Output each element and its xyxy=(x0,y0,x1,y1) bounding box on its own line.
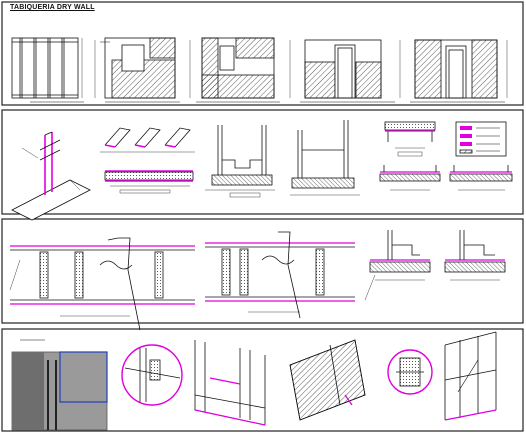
frame-isometric-right xyxy=(444,331,497,421)
channel-profiles xyxy=(100,127,195,153)
elevation-1-frame xyxy=(11,37,84,103)
beam-section xyxy=(384,121,436,157)
section-detail-3 xyxy=(205,125,275,198)
sheet-title: TABIQUERIA DRY WALL xyxy=(10,4,95,11)
section-detail-4 xyxy=(290,120,360,196)
elevation-3 xyxy=(196,37,280,103)
joint-plan-left xyxy=(9,237,195,331)
band-isometric-details xyxy=(1,328,524,432)
elevation-4-door xyxy=(300,39,395,103)
legend-box xyxy=(455,121,507,157)
band3-drawings xyxy=(9,230,506,331)
head-details xyxy=(364,230,506,301)
band-section-details xyxy=(1,109,524,215)
bracket-circle-detail xyxy=(387,349,433,395)
board-isometric xyxy=(289,339,366,421)
band1-drawings xyxy=(11,37,508,103)
band2-drawings xyxy=(11,120,513,221)
corner-detail xyxy=(11,339,108,431)
band-joint-details xyxy=(1,218,524,324)
elevation-2-hatched xyxy=(100,37,180,103)
horizontal-section xyxy=(104,170,194,194)
framing-isometric xyxy=(194,340,266,426)
floor-sections xyxy=(379,165,513,191)
joint-plan-right xyxy=(205,231,355,319)
band-wall-elevations xyxy=(1,1,524,106)
elevation-5 xyxy=(410,39,505,103)
band4-drawings xyxy=(11,331,497,431)
stud-isometric-detail xyxy=(11,131,91,221)
magnified-circle-detail xyxy=(121,344,183,406)
